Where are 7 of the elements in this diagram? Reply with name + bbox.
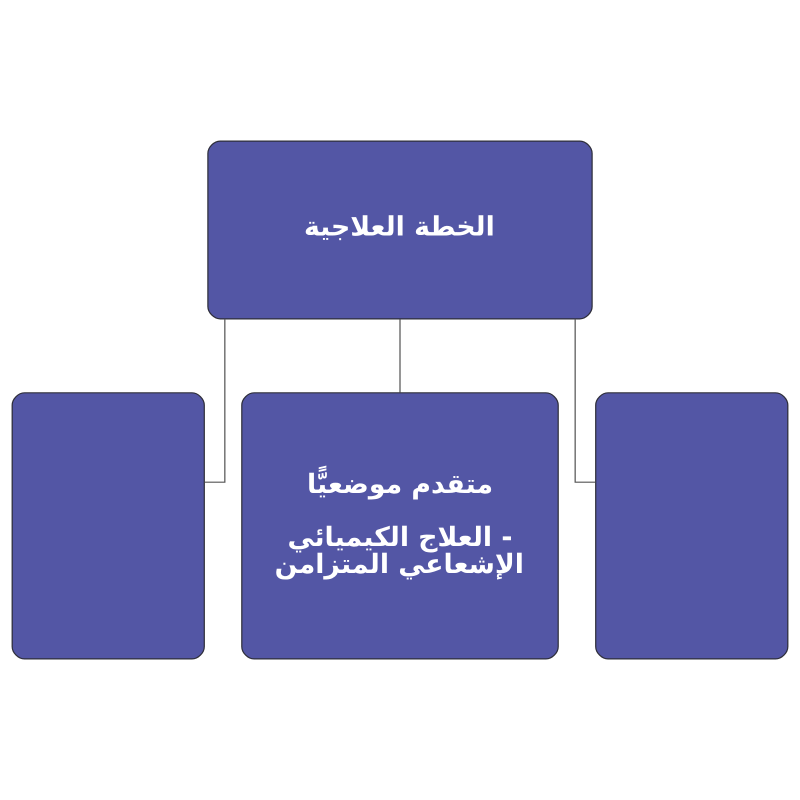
node-box	[595, 392, 788, 660]
connector	[204, 318, 226, 483]
connector	[399, 319, 401, 393]
node-box: متقدم موضعيًّا العلاج الكيميائي - الإشعاعي المتزامن	[241, 392, 559, 660]
connector	[574, 318, 596, 483]
node-box	[12, 392, 205, 660]
node-box: الخطة العلاجية	[207, 140, 593, 320]
